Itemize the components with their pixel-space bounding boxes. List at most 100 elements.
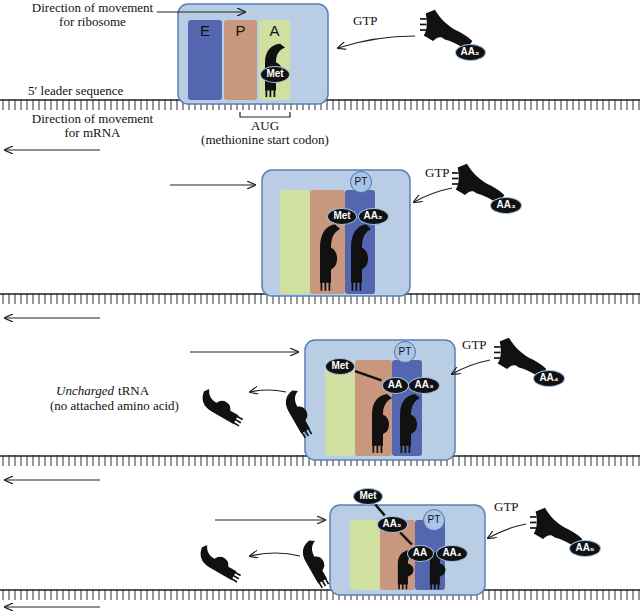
- ribosome: [262, 170, 410, 296]
- drawing-part: [555, 293, 556, 304]
- drawing-part: [93, 589, 94, 600]
- amino-acid: Met: [325, 358, 355, 375]
- drawing-part: [327, 99, 328, 110]
- node-label: PT: [399, 346, 412, 357]
- drawing-part: [609, 589, 610, 600]
- amino-acid: AA: [382, 377, 409, 394]
- exit-arrow: [250, 390, 286, 392]
- drawing-part: [603, 455, 604, 466]
- drawing-part: [549, 99, 550, 110]
- drawing-part: [585, 293, 586, 304]
- node-label: AA₃: [414, 379, 433, 390]
- drawing-part: [459, 455, 460, 466]
- drawing-part: [519, 293, 520, 304]
- drawing-part: [39, 293, 40, 304]
- drawing-part: [249, 293, 250, 304]
- drawing-part: [609, 455, 610, 466]
- drawing-part: [369, 99, 370, 110]
- drawing-part: [9, 455, 10, 466]
- drawing-part: [465, 455, 466, 466]
- drawing-part: [75, 293, 76, 304]
- drawing-part: [579, 99, 580, 110]
- drawing-part: [471, 99, 472, 110]
- drawing-part: [441, 293, 442, 304]
- drawing-part: [9, 293, 10, 304]
- drawing-part: [411, 99, 412, 110]
- drawing-part: [225, 589, 226, 600]
- drawing-part: [597, 99, 598, 110]
- drawing-part: [75, 455, 76, 466]
- drawing-part: [387, 99, 388, 110]
- drawing-part: [291, 455, 292, 466]
- drawing-part: [561, 99, 562, 110]
- a-site: [392, 360, 422, 456]
- drawing-part: [147, 589, 148, 600]
- amino-acid: AA₃: [490, 197, 522, 214]
- drawing-part: [603, 293, 604, 304]
- drawing-part: [555, 455, 556, 466]
- drawing-part: [147, 455, 148, 466]
- node-label: AA: [413, 547, 427, 558]
- drawing-part: [495, 455, 496, 466]
- node-label: Met: [333, 210, 350, 221]
- drawing-part: [495, 589, 496, 600]
- direction-arrow: [5, 149, 100, 150]
- drawing-part: [51, 455, 52, 466]
- drawing-part: [189, 455, 190, 466]
- drawing-part: [207, 455, 208, 466]
- drawing-part: [183, 589, 184, 600]
- drawing-part: [603, 589, 604, 600]
- p-site: [224, 20, 257, 100]
- drawing-part: [51, 589, 52, 600]
- drawing-part: [525, 589, 526, 600]
- drawing-part: [105, 99, 106, 110]
- drawing-part: [123, 99, 124, 110]
- drawing-part: [63, 293, 64, 304]
- drawing-part: [585, 99, 586, 110]
- drawing-part: [399, 99, 400, 110]
- drawing-part: [297, 455, 298, 466]
- drawing-part: [33, 99, 34, 110]
- drawing-part: [627, 99, 628, 110]
- trna: [400, 394, 420, 453]
- drawing-part: [627, 589, 628, 600]
- drawing-part: [69, 589, 70, 600]
- drawing-part: [627, 455, 628, 466]
- drawing-part: [99, 455, 100, 466]
- p-site: [310, 190, 345, 294]
- drawing-part: [543, 99, 544, 110]
- amino-acid: Met: [260, 66, 290, 83]
- drawing-part: [141, 589, 142, 600]
- drawing-part: [537, 589, 538, 600]
- node-label: A: [259, 22, 290, 39]
- drawing-part: [123, 293, 124, 304]
- drawing-part: [63, 455, 64, 466]
- drawing-part: [429, 99, 430, 110]
- drawing-part: [147, 293, 148, 304]
- drawing-part: [639, 455, 640, 466]
- drawing-part: [39, 589, 40, 600]
- drawing-part: [117, 589, 118, 600]
- drawing-part: [507, 99, 508, 110]
- amino-acid: Met: [327, 208, 357, 225]
- drawing-part: [201, 293, 202, 304]
- drawing-part: [279, 589, 280, 600]
- drawing-part: [333, 99, 334, 110]
- node-label: AA₄: [442, 547, 461, 558]
- drawing-part: [153, 293, 154, 304]
- drawing-part: [615, 293, 616, 304]
- trna: [320, 224, 340, 291]
- drawing-part: [159, 589, 160, 600]
- drawing-part: [489, 293, 490, 304]
- drawing-part: [243, 293, 244, 304]
- drawing-part: [249, 455, 250, 466]
- drawing-part: [429, 293, 430, 304]
- drawing-part: [117, 293, 118, 304]
- drawing-part: [621, 589, 622, 600]
- direction-arrow: [5, 479, 100, 480]
- drawing-part: [81, 293, 82, 304]
- drawing-part: [579, 455, 580, 466]
- drawing-part: [15, 293, 16, 304]
- drawing-part: [3, 455, 4, 466]
- drawing-part: [363, 99, 364, 110]
